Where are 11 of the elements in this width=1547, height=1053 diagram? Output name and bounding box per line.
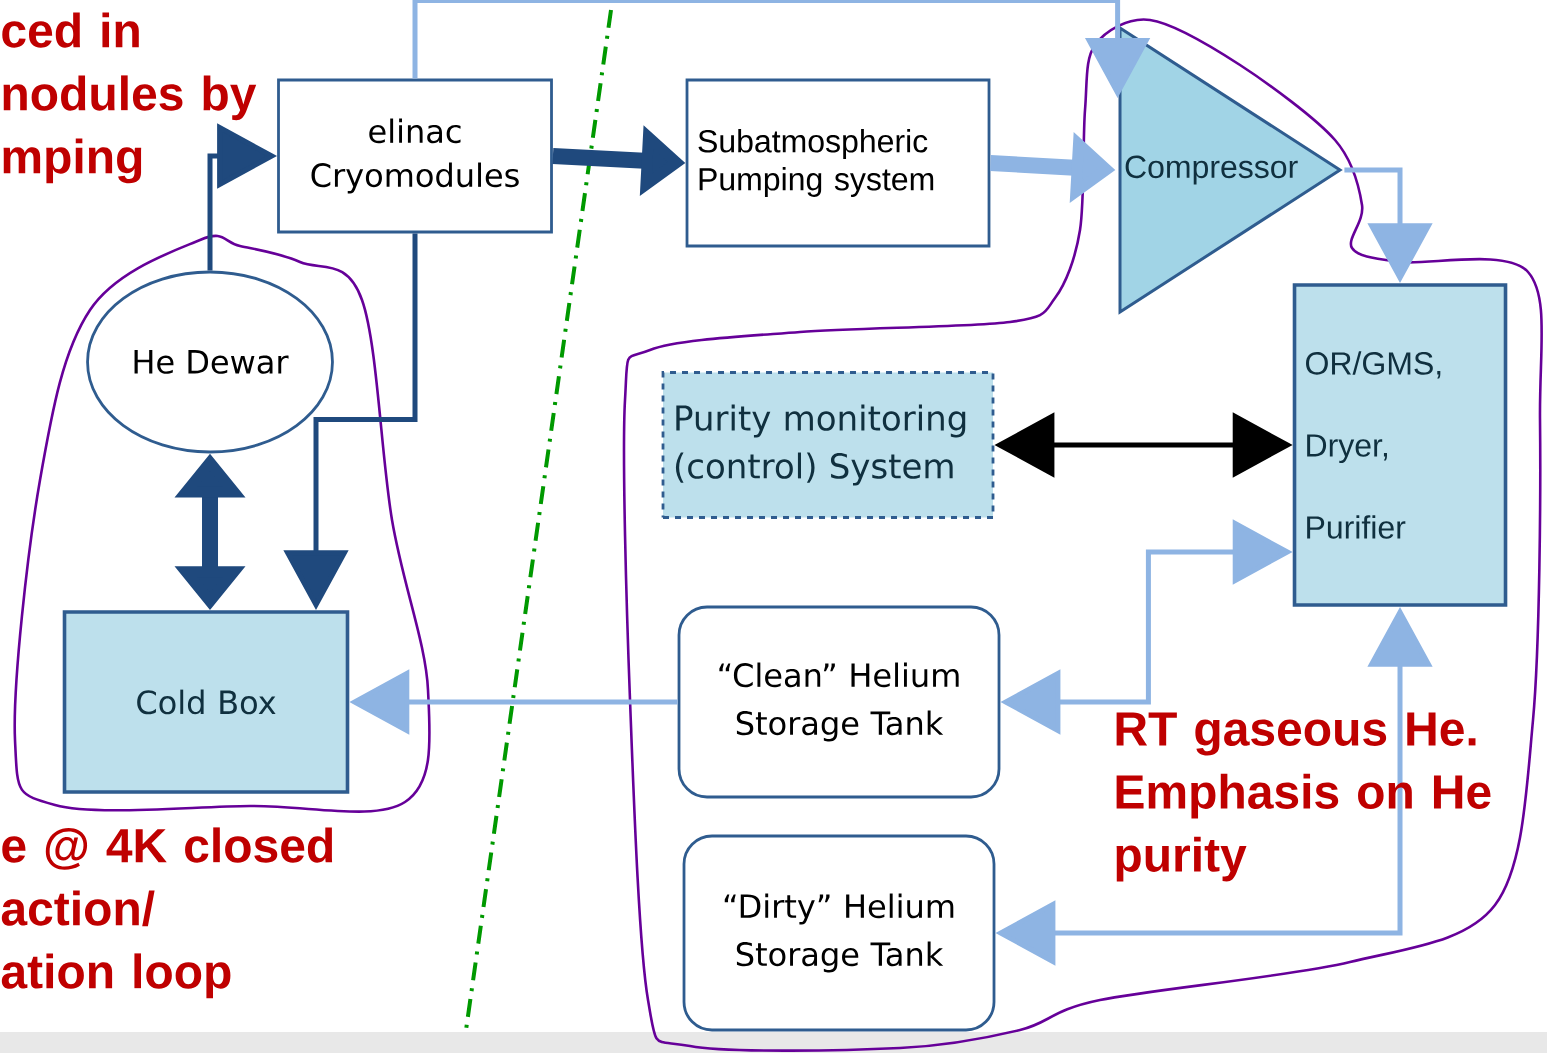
annotation-text: ced in nodules by mping xyxy=(2,12,257,184)
cold-box: Cold Box xyxy=(62,610,350,794)
tank-box: “Dirty” Helium Storage Tank xyxy=(682,834,996,1032)
tank-box: “Clean” Helium Storage Tank xyxy=(677,605,1001,799)
process-box: Subatmospheric Pumping system xyxy=(685,78,991,248)
annotation-text: RT gaseous He. Emphasis on He purity xyxy=(1116,712,1491,882)
process-box: elinac Cryomodules xyxy=(277,78,553,234)
annotation-text: action/ xyxy=(1,890,155,927)
purifier-box: OR/GMS, Dryer, Purifier xyxy=(1292,283,1508,607)
annotation-text: ation loop xyxy=(1,953,231,999)
monitoring-box: Purity monitoring (control) System xyxy=(661,371,995,519)
